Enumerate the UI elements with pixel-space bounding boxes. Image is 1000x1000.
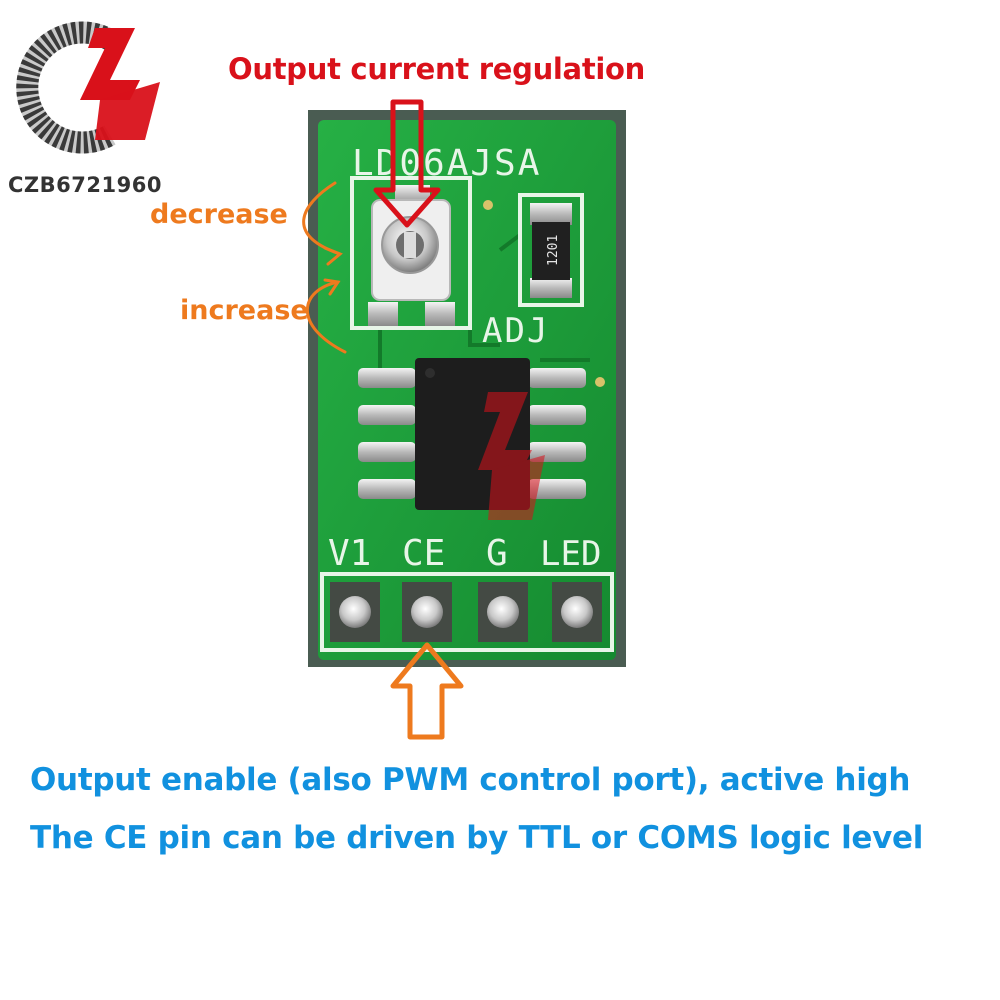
watermark-logo: [478, 392, 545, 520]
brand-logo: [16, 21, 160, 154]
pin-header: [320, 572, 614, 652]
pin-label-v1: V1: [328, 533, 371, 574]
increase-label: increase: [180, 295, 309, 326]
via-hole-2: [595, 377, 605, 387]
logo-c-ring: [16, 21, 116, 154]
brand-logo-text: CZB6721960: [8, 173, 162, 197]
output-current-regulation-title: Output current regulation: [228, 52, 645, 86]
pin-label-led: LED: [540, 534, 601, 574]
up-arrow-icon: [390, 642, 464, 740]
output-enable-note: Output enable (also PWM control port), a…: [30, 762, 911, 798]
ce-logic-level-note: The CE pin can be driven by TTL or COMS …: [30, 820, 924, 856]
increase-curve-arrow-icon: [305, 278, 347, 354]
pin-label-ce: CE: [402, 533, 445, 574]
pin-label-g: G: [486, 533, 508, 574]
logo-b-mark: [95, 82, 160, 140]
resistor-code: 1201: [546, 235, 561, 266]
smd-resistor: 1201: [518, 193, 584, 307]
decrease-label: decrease: [150, 199, 288, 230]
down-arrow-icon: [373, 99, 441, 228]
pcb-board: LD06AJSA 1201 ADJ: [308, 110, 626, 667]
decrease-curve-arrow-icon: [302, 181, 343, 266]
via-hole: [483, 200, 493, 210]
logo-z-mark: [80, 28, 140, 100]
adj-label: ADJ: [482, 311, 549, 351]
